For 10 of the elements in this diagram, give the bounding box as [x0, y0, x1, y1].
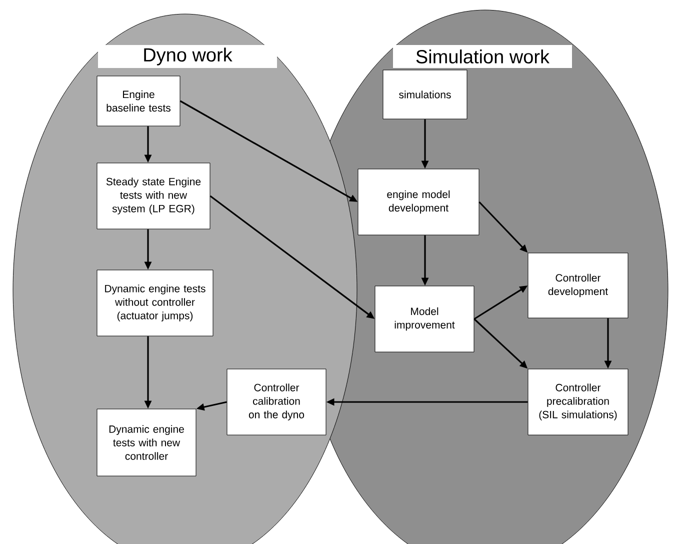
process-box: simulations	[382, 70, 468, 120]
process-box: Engine baseline tests	[96, 76, 180, 126]
process-box: Controller precalibration (SIL simulations)	[528, 368, 628, 436]
process-box: Steady state Engine tests with new system (LP EGR)	[96, 162, 210, 230]
process-box: engine model development	[358, 168, 480, 236]
process-box: Controller development	[528, 252, 628, 318]
process-box: Controller calibration on the dyno	[226, 368, 326, 436]
process-box: Model improvement	[374, 286, 474, 352]
process-box: Dynamic engine tests without controller (actuator jumps)	[96, 270, 214, 336]
process-box: Dynamic engine tests with new controller	[96, 408, 196, 476]
